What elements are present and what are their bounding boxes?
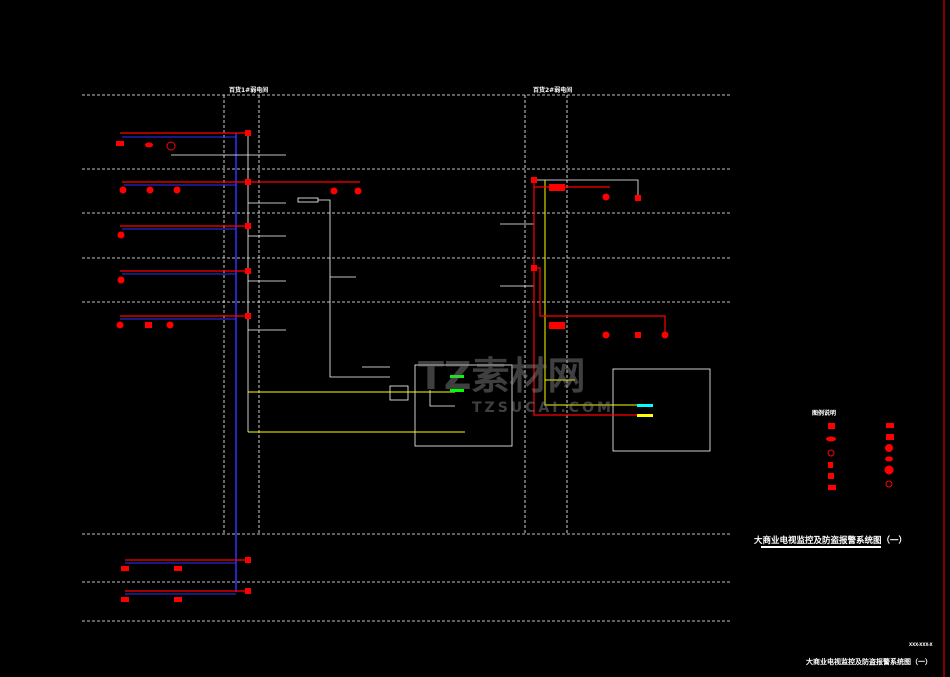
legend-icon [884, 465, 894, 475]
title-underline [761, 546, 881, 548]
legend-icon [885, 480, 893, 488]
camera-icon [330, 187, 338, 195]
camera-icon [116, 141, 124, 146]
legend-icon [886, 434, 894, 440]
camera-icon [166, 141, 176, 151]
junction-box [531, 265, 537, 271]
watermark-url: TZSUCAI.COM [472, 400, 614, 416]
camera-icon [145, 322, 152, 328]
camera-icon [116, 321, 124, 329]
legend-icon [886, 423, 894, 428]
legend-camera-icon [828, 423, 835, 429]
camera-icon [145, 142, 153, 148]
riser-label-2: 百货2#弱电间 [533, 87, 573, 94]
floor-lines [82, 94, 730, 622]
legend-icon [885, 444, 893, 452]
camera-icon [166, 321, 174, 329]
legend-panel-icon [828, 473, 834, 479]
camera-icon [174, 566, 182, 571]
cameras-left [116, 141, 362, 602]
control-box-2 [612, 368, 711, 452]
legend-title: 图例说明 [812, 410, 837, 417]
camera-icon [549, 322, 565, 329]
camera-icon [173, 186, 181, 194]
legend-keypad-icon [828, 485, 836, 490]
camera-icon [121, 566, 129, 571]
camera-icon [635, 332, 641, 338]
camera-branches-left [120, 132, 360, 592]
camera-icon [354, 187, 362, 195]
camera-icon [119, 186, 127, 194]
legend-icon [885, 456, 893, 462]
control-box-1 [414, 364, 513, 447]
legend-dome-icon [826, 436, 836, 442]
camera-icon [117, 276, 125, 284]
output-terminals [450, 375, 653, 417]
right-riser [533, 180, 666, 416]
legend-symbols [826, 423, 894, 490]
camera-icon [635, 195, 641, 201]
camera-icon [602, 331, 610, 339]
signal-lines [171, 154, 711, 452]
camera-icon [121, 597, 129, 602]
title-block-name: 大商业电视监控及防盗报警系统图（一） [806, 658, 932, 666]
junction-box [531, 177, 537, 183]
legend-detector-icon [828, 462, 833, 468]
drawing-title: 大商业电视监控及防盗报警系统图（一） [754, 536, 908, 546]
watermark-brand: TZ素材网 [418, 354, 586, 398]
camera-icon [661, 331, 669, 339]
cameras-right [531, 177, 669, 339]
riser-label-1: 百货1#弱电间 [229, 87, 269, 94]
camera-icon [117, 231, 125, 239]
legend-ptz-icon [827, 449, 835, 457]
camera-icon [602, 193, 610, 201]
camera-icon [174, 597, 182, 602]
camera-icon [146, 186, 154, 194]
bus-branches [120, 136, 236, 595]
title-block-number: XXX-XXX-X [909, 642, 933, 647]
camera-icon [549, 184, 565, 191]
